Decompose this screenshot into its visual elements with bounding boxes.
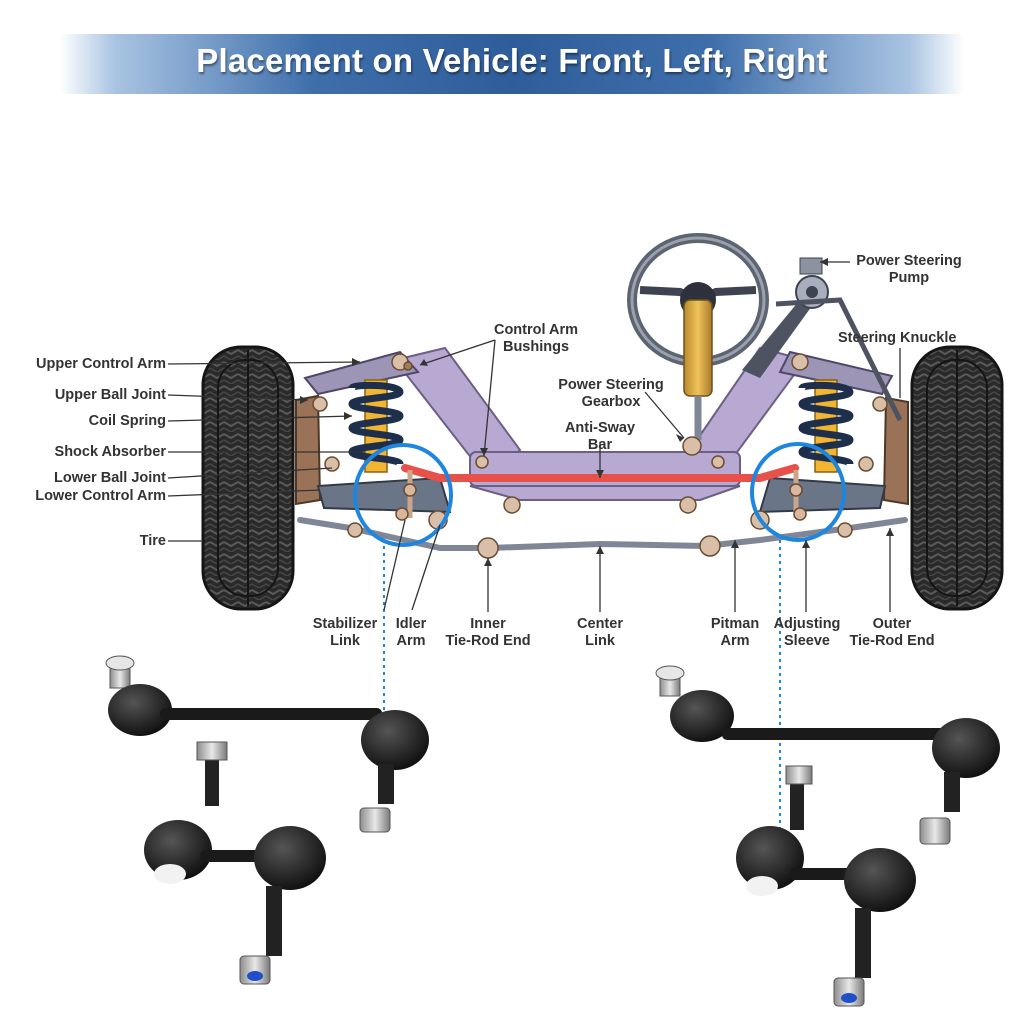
steering-knuckle-right	[882, 396, 909, 506]
highlight-circle-icon	[353, 443, 453, 547]
label-upper-ball-joint: Upper Ball Joint	[54, 387, 166, 403]
label-pitman-arm: Pitman Arm	[710, 616, 760, 649]
coil-spring-right	[798, 379, 854, 473]
label-upper-control-arm: Upper Control Arm	[36, 356, 166, 372]
label-idler-arm: Idler Arm	[395, 616, 427, 649]
upper-control-arm-left	[303, 350, 420, 396]
label-tire: Tire	[139, 533, 166, 549]
steering-knuckle-left	[295, 394, 322, 506]
label-outer-tie-rod-end: Outer Tie-Rod End	[849, 616, 935, 649]
callout-leaders	[167, 261, 901, 612]
label-shock-absorber: Shock Absorber	[54, 444, 166, 460]
power-steering-pump	[742, 257, 903, 422]
label-stabilizer-link: Stabilizer Link	[312, 616, 378, 649]
steering-wheel-icon	[627, 233, 769, 456]
label-control-arm-bushings: Control Arm Bushings	[493, 322, 579, 355]
label-steering-knuckle: Steering Knuckle	[838, 330, 957, 346]
tire-right	[910, 345, 1004, 611]
label-coil-spring: Coil Spring	[88, 413, 166, 429]
page-title: Placement on Vehicle: Front, Left, Right	[196, 42, 828, 79]
label-power-steering-gearbox: Power Steering Gearbox	[558, 377, 664, 410]
highlight-circle-icon	[750, 442, 846, 542]
tire-left	[201, 345, 295, 611]
stabilizer-link-left	[395, 470, 417, 521]
stabilizer-link-right	[789, 470, 807, 521]
label-power-steering-pump: Power Steering Pump	[856, 253, 962, 286]
label-center-link: Center Link	[577, 616, 623, 649]
label-lower-control-arm: Lower Control Arm	[35, 488, 166, 504]
lower-control-arm-left	[316, 476, 452, 514]
coil-spring-left	[348, 379, 404, 473]
label-lower-ball-joint: Lower Ball Joint	[54, 470, 166, 486]
label-inner-tie-rod-end: Inner Tie-Rod End	[445, 616, 531, 649]
stabilizer-link-icon	[105, 655, 1000, 1007]
title-banner: Placement on Vehicle: Front, Left, Right	[60, 34, 964, 94]
label-adjusting-sleeve: Adjusting Sleeve	[773, 616, 841, 649]
lower-control-arm-right	[758, 476, 887, 514]
label-anti-sway-bar: Anti-Sway Bar	[564, 420, 636, 453]
